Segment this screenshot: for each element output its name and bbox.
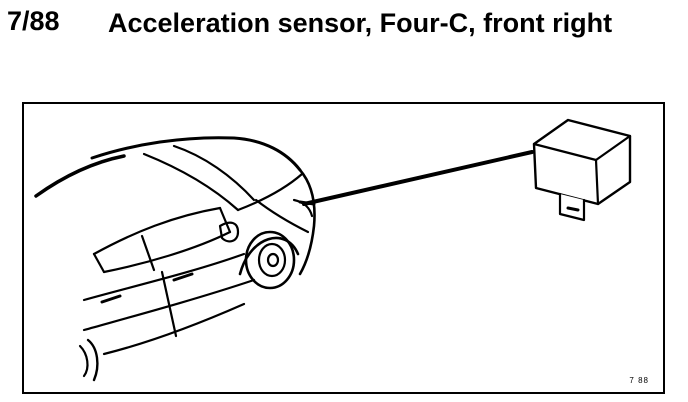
window-top xyxy=(92,206,222,256)
leader-line xyxy=(302,150,534,206)
wheel-arch xyxy=(238,236,300,276)
figure-reference: 7 88 xyxy=(629,376,649,385)
window-rear-pillar xyxy=(92,252,106,274)
headlight xyxy=(292,198,314,218)
windscreen-inner xyxy=(172,144,256,202)
section-number: 7/88 xyxy=(7,6,60,36)
front-face xyxy=(298,168,316,276)
sensor-front-edge xyxy=(594,158,600,206)
lower-sill xyxy=(102,302,246,356)
page-title: Acceleration sensor, Four-C, front right xyxy=(108,8,613,38)
front-hub xyxy=(257,242,287,278)
rear-wheel-inner xyxy=(78,344,89,378)
windscreen-edge xyxy=(142,152,240,212)
bonnet-line xyxy=(236,172,304,212)
illustration-frame: 7 88 xyxy=(22,102,665,394)
front-wheel xyxy=(244,230,296,290)
car-sensor-illustration xyxy=(34,118,632,382)
sensor-body xyxy=(532,118,632,206)
sill-line xyxy=(82,278,256,332)
hub-center xyxy=(266,252,280,268)
rear-wheel-arc xyxy=(86,338,99,382)
sensor-connector xyxy=(558,192,586,222)
bonnet-front xyxy=(254,198,310,234)
roof-antenna-line xyxy=(34,154,126,198)
a-pillar xyxy=(218,206,232,234)
roof-outline xyxy=(90,136,302,172)
window-sill xyxy=(102,230,232,274)
page-heading: 7/88 Acceleration sensor, Four-C, front … xyxy=(0,0,688,90)
front-door-handle xyxy=(172,272,194,282)
connector-pin xyxy=(566,206,580,212)
side-mirror xyxy=(218,221,240,243)
b-pillar xyxy=(140,234,156,272)
rear-door-handle xyxy=(100,294,122,304)
door-seam xyxy=(160,270,178,338)
